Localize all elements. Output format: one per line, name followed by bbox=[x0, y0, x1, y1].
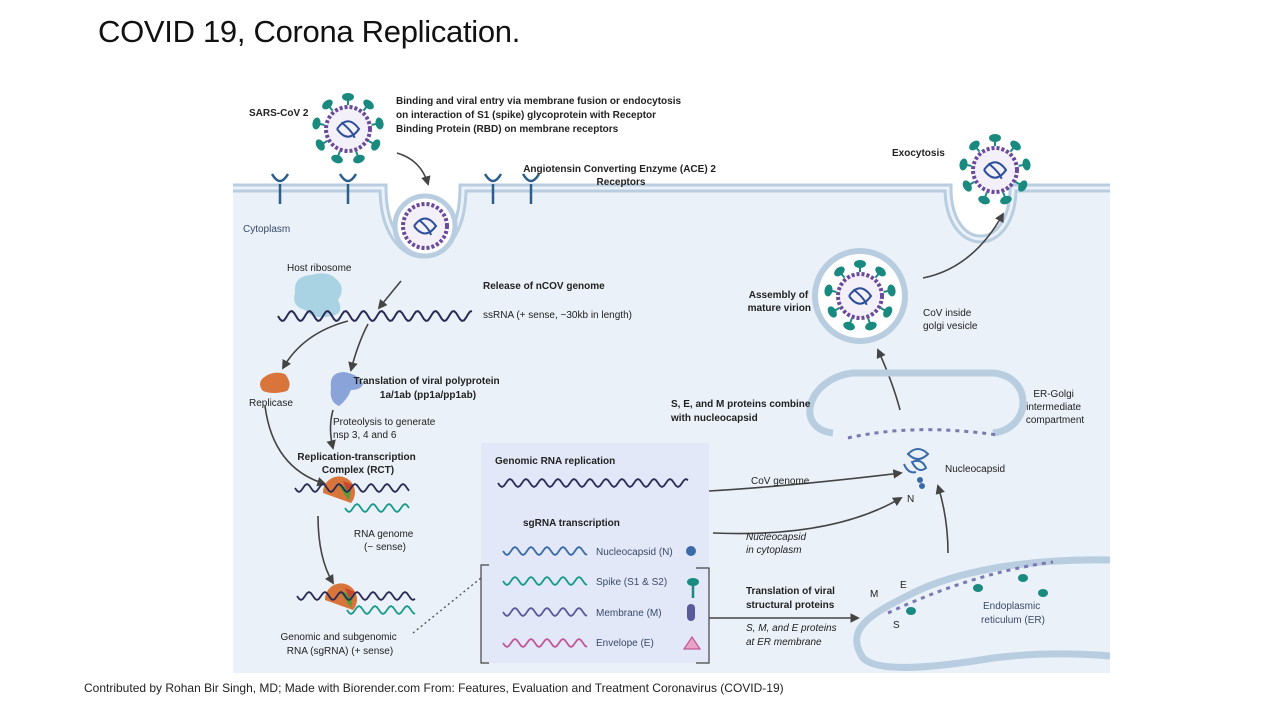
spike-protein bbox=[959, 158, 972, 171]
spike-protein bbox=[368, 139, 381, 151]
protein-nucleocapsid-label: Nucleocapsid (N) bbox=[596, 547, 673, 558]
spike-protein bbox=[827, 306, 840, 318]
replicase-label: Replicase bbox=[249, 398, 293, 409]
envelope-protein-icon bbox=[682, 635, 702, 650]
spike-protein bbox=[362, 99, 374, 112]
endosome-virion bbox=[392, 193, 458, 259]
spike-protein bbox=[834, 266, 846, 279]
credit-line: Contributed by Rohan Bir Singh, MD; Made… bbox=[84, 681, 784, 695]
spike-protein bbox=[1015, 180, 1028, 192]
cytoplasm-label: Cytoplasm bbox=[243, 224, 290, 235]
protein-envelope-label: Envelope (E) bbox=[596, 638, 654, 649]
rtc-label: Replication-transcription Complex (RCT) bbox=[297, 452, 418, 476]
spike-protein bbox=[315, 139, 328, 151]
coronavirus-replication-diagram: SARS-CoV 2 Binding and viral entry via m… bbox=[233, 88, 1110, 673]
membrane-protein-icon bbox=[687, 604, 695, 621]
assembly-label: Assembly of mature virion bbox=[748, 290, 811, 314]
binding-entry-label: Binding and viral entry via membrane fus… bbox=[396, 96, 684, 135]
replication-panel bbox=[481, 443, 709, 663]
spike-protein bbox=[880, 306, 893, 318]
er-spikes bbox=[906, 574, 1048, 615]
spike-protein bbox=[312, 117, 325, 130]
spike-protein bbox=[874, 266, 886, 279]
ace2-label: Angiotensin Converting Enzyme (ACE) 2 Re… bbox=[523, 164, 719, 188]
sem-combine-label: S, E, and M proteins combine with nucleo… bbox=[670, 399, 813, 424]
golgi-vesicle bbox=[812, 248, 908, 344]
er-label: Endoplasmic reticulum (ER) bbox=[981, 601, 1045, 626]
nucleocapsid-cytoplasm-label: Nucleocapsid in cytoplasm bbox=[746, 532, 809, 556]
er-golgi-label: ER-Golgi intermediate compartment bbox=[1026, 389, 1085, 426]
replicase bbox=[260, 372, 290, 393]
process-arrows bbox=[264, 152, 1004, 623]
nucleocapsid-cluster bbox=[903, 448, 930, 489]
host-ribosome bbox=[294, 273, 342, 318]
spike-protein bbox=[322, 99, 334, 112]
er-golgi-compartment bbox=[806, 369, 1027, 437]
ace2-receptors bbox=[270, 173, 541, 204]
spike-protein bbox=[969, 140, 981, 153]
er-m-label: M bbox=[870, 589, 878, 600]
er-s-label: S bbox=[893, 620, 900, 631]
translation-polyprotein-label: Translation of viral polyprotein 1a/1ab … bbox=[354, 376, 503, 401]
spike-protein bbox=[1000, 192, 1012, 205]
protein-membrane-label: Membrane (M) bbox=[596, 608, 662, 619]
cov-golgi-label: CoV inside golgi vesicle bbox=[923, 308, 978, 332]
proteolysis-label: Proteolysis to generate nsp 3, 4 and 6 bbox=[333, 417, 438, 441]
spike-protein bbox=[843, 318, 855, 331]
spike-protein bbox=[854, 260, 866, 272]
protein-spike-label: Spike (S1 & S2) bbox=[596, 577, 667, 588]
membrane-mrna-wave bbox=[502, 606, 588, 618]
rtc-complex bbox=[322, 476, 355, 503]
nucleocapsid-mrna-wave bbox=[502, 545, 588, 557]
spike-protein bbox=[989, 134, 1001, 146]
genomic-rna-strand bbox=[296, 590, 416, 602]
spike-protein-icon bbox=[687, 578, 699, 598]
genomic-replication-label: Genomic RNA replication bbox=[495, 456, 615, 467]
sars-cov2-label: SARS-CoV 2 bbox=[249, 108, 309, 119]
rna-genome-label: RNA genome (− sense) bbox=[354, 529, 416, 553]
spike-mrna-wave bbox=[502, 575, 588, 587]
spike-protein bbox=[342, 93, 354, 105]
negative-rna-strand bbox=[344, 502, 410, 514]
nucleocapsid-protein-icon bbox=[686, 546, 696, 556]
endoplasmic-reticulum bbox=[853, 556, 1110, 671]
envelope-mrna-wave bbox=[502, 637, 588, 649]
genomic-subgenomic-label: Genomic and subgenomic RNA (sgRNA) (+ se… bbox=[281, 632, 400, 657]
virion-rna bbox=[413, 217, 438, 236]
exocytosis-virion bbox=[959, 134, 1031, 205]
rtc-complex-2 bbox=[324, 583, 357, 610]
sars-cov2-virion bbox=[312, 93, 384, 164]
ssrna-label: ssRNA (+ sense, ~30kb in length) bbox=[483, 310, 632, 321]
spike-protein bbox=[1018, 158, 1031, 171]
virion-rna bbox=[336, 120, 361, 139]
exocytosis-label: Exocytosis bbox=[892, 148, 945, 159]
sgrna-transcription-label: sgRNA transcription bbox=[523, 518, 620, 529]
spike-protein bbox=[962, 180, 975, 192]
spike-protein bbox=[978, 192, 990, 205]
spike-protein bbox=[865, 318, 877, 331]
spike-protein bbox=[1009, 140, 1021, 153]
host-ribosome-label: Host ribosome bbox=[287, 263, 352, 274]
er-membrane-proteins bbox=[887, 560, 1054, 615]
spike-protein bbox=[371, 117, 384, 130]
spike-protein bbox=[353, 151, 365, 164]
spike-protein bbox=[331, 151, 343, 164]
ssrna-genome bbox=[277, 309, 473, 323]
er-e-label: E bbox=[900, 580, 907, 591]
sme-er-label: S, M, and E proteins at ER membrane bbox=[746, 623, 839, 648]
nucleocapsid-label: Nucleocapsid bbox=[945, 464, 1005, 475]
translation-structural-label: Translation of viral structural proteins bbox=[746, 586, 838, 611]
spike-protein bbox=[883, 284, 896, 297]
cov-genome-label: CoV genome bbox=[751, 476, 810, 487]
virion-rna bbox=[983, 161, 1008, 180]
genomic-rna-wave bbox=[497, 477, 689, 489]
rtc-rna-strand bbox=[294, 482, 410, 494]
slide-title: COVID 19, Corona Replication. bbox=[98, 14, 521, 49]
n-letter: N bbox=[907, 494, 914, 505]
release-label: Release of nCOV genome bbox=[483, 281, 605, 292]
virion-rna bbox=[848, 287, 873, 306]
subgenomic-rna-strand bbox=[346, 604, 416, 616]
spike-protein bbox=[824, 284, 837, 297]
viral-polyprotein bbox=[330, 372, 363, 406]
